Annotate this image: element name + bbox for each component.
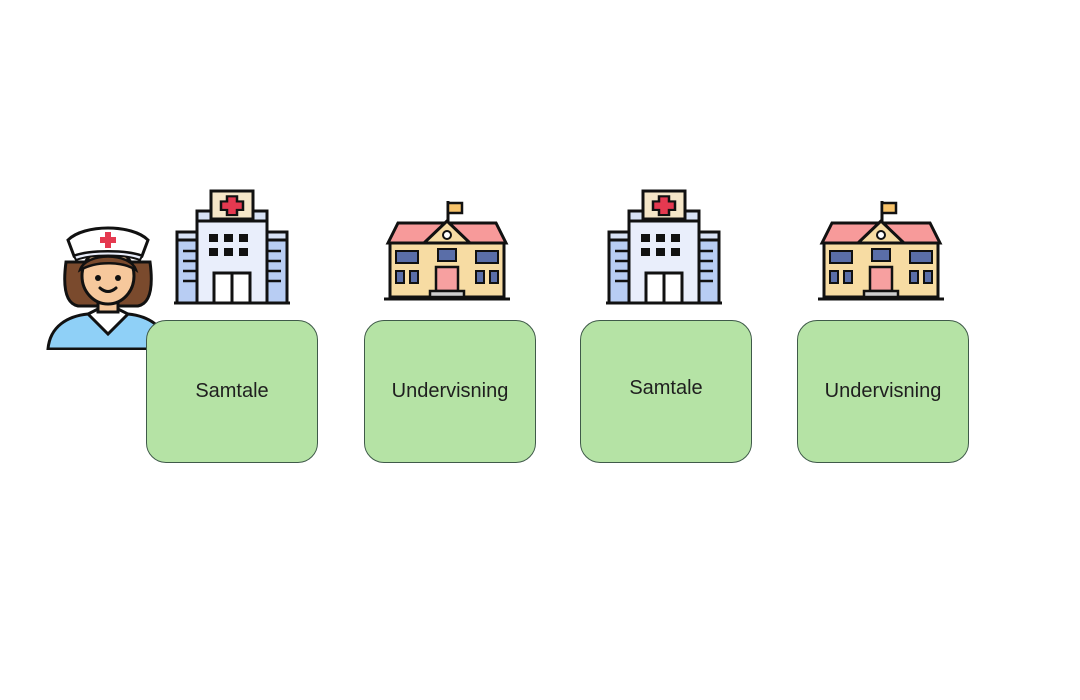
step-card-samtale: Samtale xyxy=(146,320,318,463)
school-icon xyxy=(818,199,944,303)
school-icon xyxy=(384,199,510,303)
step-label: Samtale xyxy=(629,377,703,399)
hospital-icon xyxy=(174,189,290,305)
step-label: Undervisning xyxy=(824,380,942,402)
step-card-undervisning: Undervisning xyxy=(364,320,536,463)
hospital-icon xyxy=(606,189,722,305)
step-label: Undervisning xyxy=(391,380,509,402)
nurse-icon xyxy=(46,226,170,350)
step-card-undervisning: Undervisning xyxy=(797,320,969,463)
step-card-samtale: Samtale xyxy=(580,320,752,463)
step-label: Samtale xyxy=(195,380,269,402)
